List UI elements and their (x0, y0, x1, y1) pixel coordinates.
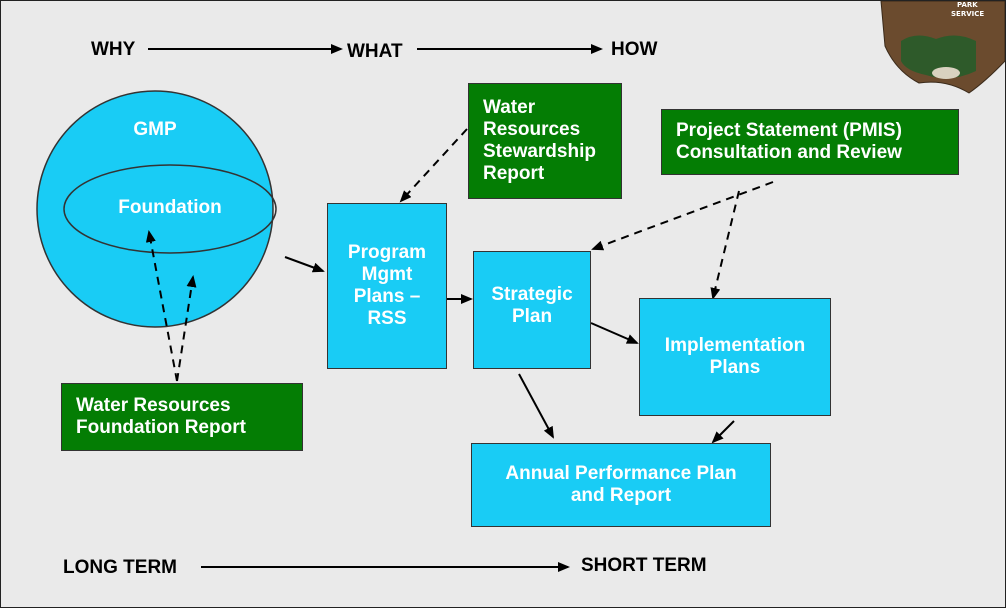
report-foundation-dashed-arrow-2 (176, 275, 197, 382)
pmis-line-2: Consultation and Review (676, 142, 902, 163)
program-line-4: RSS (367, 308, 407, 329)
program-line-1: Program (347, 242, 427, 263)
long-term-label: LONG TERM (63, 557, 177, 578)
annual-line-1: Annual Performance Plan (505, 463, 737, 484)
program-line-3: Plans – (353, 286, 421, 307)
logo-text-park: PARK (957, 1, 978, 9)
water-resources-foundation-report-box: Water Resources Foundation Report (61, 383, 303, 451)
short-term-label: SHORT TERM (581, 555, 707, 576)
gmp-label: GMP (133, 119, 177, 140)
annual-line-2: and Report (570, 485, 672, 506)
how-label: HOW (611, 39, 658, 60)
gmp-program-arrow (284, 256, 325, 273)
implementation-plans-box: Implementation Plans (639, 298, 831, 416)
implementation-line-1: Implementation (664, 335, 806, 356)
gmp-circle (36, 90, 274, 328)
why-label: WHY (91, 39, 136, 60)
strategic-line-1: Strategic (491, 284, 573, 305)
program-mgmt-plans-box: Program Mgmt Plans – RSS (327, 203, 447, 369)
report-foundation-dashed-arrow-1 (145, 230, 178, 382)
pmis-strategic-dashed-arrow (591, 181, 774, 251)
strategic-plan-box: Strategic Plan (473, 251, 591, 369)
logo-text-service: SERVICE (951, 10, 984, 18)
strategic-implementation-arrow (590, 322, 639, 344)
stewardship-line-2: Resources (483, 119, 581, 140)
water-resources-stewardship-report-box: Water Resources Stewardship Report (468, 83, 622, 199)
project-statement-pmis-box: Project Statement (PMIS) Consultation an… (661, 109, 959, 175)
foundation-report-line-1: Water Resources (76, 395, 231, 416)
foundation-label: Foundation (118, 197, 222, 218)
pmis-line-1: Project Statement (PMIS) (676, 120, 902, 141)
stewardship-line-1: Water (483, 97, 536, 118)
stewardship-line-3: Stewardship (483, 141, 596, 162)
annual-performance-plan-box: Annual Performance Plan and Report (471, 443, 771, 527)
foundation-ellipse (63, 164, 277, 254)
implementation-annual-arrow (711, 420, 735, 444)
program-line-2: Mgmt (361, 264, 413, 285)
strategic-annual-arrow (518, 373, 554, 439)
what-label: WHAT (347, 41, 403, 62)
pmis-implementation-dashed-arrow (710, 190, 740, 300)
stewardship-program-dashed-arrow (399, 128, 468, 203)
stewardship-line-4: Report (483, 163, 545, 184)
strategic-line-2: Plan (511, 306, 553, 327)
implementation-line-2: Plans (709, 357, 761, 378)
foundation-report-line-2: Foundation Report (76, 417, 246, 438)
